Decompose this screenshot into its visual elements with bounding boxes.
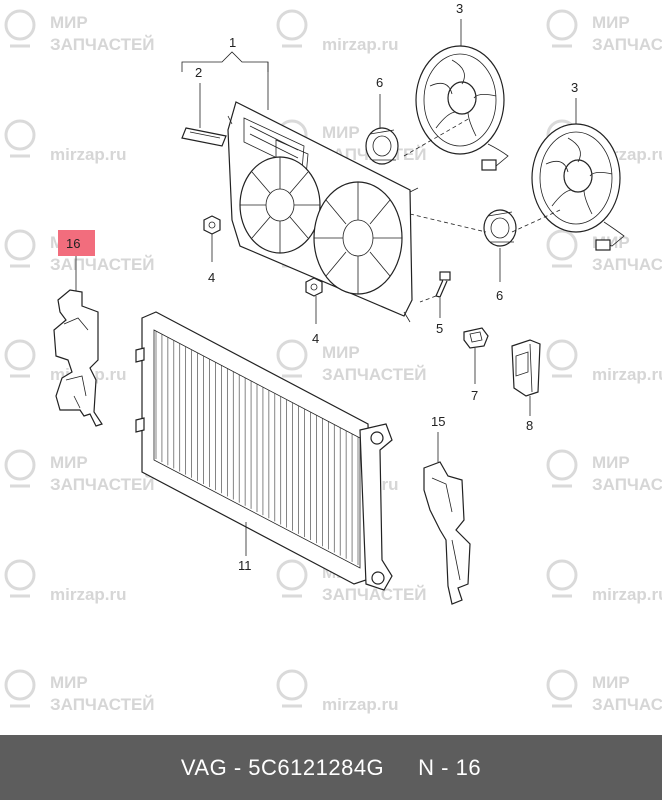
- part-11-radiator[interactable]: [135, 311, 393, 591]
- watermark-text: ЗАПЧАСТЕЙ: [592, 695, 662, 714]
- alignment-line: [419, 295, 437, 303]
- callout-4-upper[interactable]: 4: [208, 270, 215, 285]
- part-7-clip[interactable]: [463, 327, 489, 349]
- footer-position: N - 16: [418, 754, 482, 780]
- watermark-logo-icon: [546, 9, 578, 48]
- watermark-logo-icon: [4, 559, 36, 598]
- part-2-label[interactable]: [181, 127, 227, 147]
- part-5-bolt[interactable]: [435, 271, 451, 298]
- watermark-logo-icon: [276, 669, 308, 708]
- callout-3-upper[interactable]: 3: [456, 1, 463, 16]
- watermark-logo-icon: [276, 339, 308, 378]
- watermark-text: МИР: [50, 13, 88, 32]
- callout-2[interactable]: 2: [195, 65, 202, 80]
- callout-7[interactable]: 7: [471, 388, 478, 403]
- watermark-logo-icon: [546, 449, 578, 488]
- part-3-fan-upper[interactable]: [415, 45, 509, 171]
- watermark-logo-icon: [546, 559, 578, 598]
- watermark-logo-icon: [546, 339, 578, 378]
- watermark-logo-icon: [276, 559, 308, 598]
- watermark-text: ЗАПЧАСТЕЙ: [50, 35, 155, 54]
- part-8-bracket[interactable]: [511, 339, 541, 397]
- callout-8[interactable]: 8: [526, 418, 533, 433]
- watermark-logo-icon: [4, 9, 36, 48]
- part-6-ring-lower[interactable]: [483, 209, 517, 247]
- watermark-text: mirzap.ru: [50, 585, 127, 604]
- watermark-text: ЗАПЧАСТЕЙ: [50, 255, 155, 274]
- watermark-text: МИР: [592, 673, 630, 692]
- callout-6-lower[interactable]: 6: [496, 288, 503, 303]
- part-6-ring-upper[interactable]: [365, 127, 399, 165]
- alignment-line: [409, 213, 487, 233]
- watermark-text: МИР: [50, 673, 88, 692]
- part-16-air-guide[interactable]: [53, 289, 103, 427]
- watermark-text: mirzap.ru: [322, 35, 399, 54]
- watermark-logo-icon: [4, 449, 36, 488]
- alignment-line: [511, 209, 561, 233]
- watermark-text: mirzap.ru: [592, 585, 662, 604]
- watermark-text: mirzap.ru: [592, 365, 662, 384]
- watermark-text: ЗАПЧАСТЕЙ: [592, 255, 662, 274]
- callout-6-upper[interactable]: 6: [376, 75, 383, 90]
- watermark-text: МИР: [592, 453, 630, 472]
- watermark-text: ЗАПЧАСТЕЙ: [592, 35, 662, 54]
- part-4-nut-upper[interactable]: [203, 215, 221, 235]
- part-4-nut-lower[interactable]: [305, 277, 323, 297]
- callout-11[interactable]: 11: [238, 558, 252, 573]
- watermark-logo-icon: [4, 669, 36, 708]
- callout-1[interactable]: 1: [229, 35, 236, 50]
- footer-part-number: 5C6121284G: [248, 754, 385, 780]
- callout-4-lower[interactable]: 4: [312, 331, 319, 346]
- callout-16-highlight: [58, 230, 95, 256]
- watermark-text: mirzap.ru: [322, 695, 399, 714]
- watermark-text: mirzap.ru: [50, 145, 127, 164]
- watermark-text: МИР: [592, 13, 630, 32]
- part-3-fan-lower[interactable]: [531, 123, 625, 251]
- callout-15[interactable]: 15: [431, 414, 445, 429]
- watermark-text: ЗАПЧАСТЕЙ: [50, 475, 155, 494]
- footer-bar: VAG - 5C6121284G N - 16: [0, 735, 662, 800]
- watermark-text: МИР: [322, 123, 360, 142]
- alignment-line: [403, 117, 471, 157]
- part-1-fan-shroud[interactable]: [227, 101, 419, 323]
- watermark-text: МИР: [50, 453, 88, 472]
- watermark-logo-icon: [4, 119, 36, 158]
- watermark-logo-icon: [546, 669, 578, 708]
- watermark-text: ЗАПЧАСТЕЙ: [322, 365, 427, 384]
- callout-5[interactable]: 5: [436, 321, 443, 336]
- callout-3-lower[interactable]: 3: [571, 80, 578, 95]
- watermark-text: ЗАПЧАСТЕЙ: [322, 585, 427, 604]
- parts-diagram: МИР ЗАПЧАСТЕЙ mirzap.ru МИР ЗАПЧАСТЕЙ mi…: [4, 1, 662, 714]
- part-15-air-guide[interactable]: [423, 461, 471, 605]
- watermark-logo-icon: [4, 229, 36, 268]
- footer-brand: VAG: [180, 754, 228, 780]
- watermark-layer: МИР ЗАПЧАСТЕЙ mirzap.ru МИР ЗАПЧАСТЕЙ mi…: [4, 9, 662, 714]
- watermark-text: ЗАПЧАСТЕЙ: [50, 695, 155, 714]
- watermark-text: МИР: [322, 343, 360, 362]
- watermark-text: ЗАПЧАСТЕЙ: [592, 475, 662, 494]
- watermark-logo-icon: [276, 9, 308, 48]
- callout-16[interactable]: 16: [66, 236, 80, 251]
- watermark-logo-icon: [546, 229, 578, 268]
- watermark-logo-icon: [4, 339, 36, 378]
